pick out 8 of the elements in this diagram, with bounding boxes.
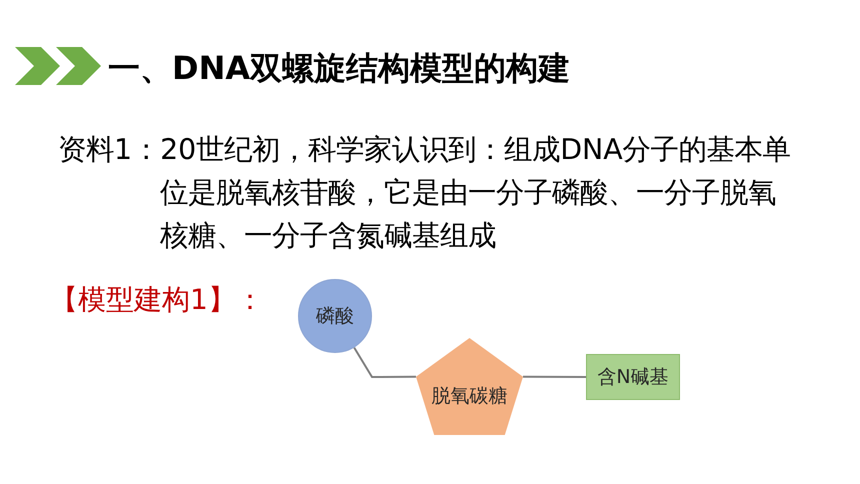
circle-node: 磷酸 xyxy=(298,279,372,353)
connector-line xyxy=(523,376,586,378)
connector-line xyxy=(353,347,416,378)
pentagon-node: 脱氧碳糖 xyxy=(416,338,523,435)
section-label: 【模型建构1】： xyxy=(50,282,264,318)
heading: 一、DNA双螺旋结构模型的构建 xyxy=(108,49,570,87)
paragraph: 资料1：20世纪初，科学家认识到：组成DNA分子的基本单位是脱氧核苷酸，它是由一分子磷酸、一分子脱氧核糖、一分子含氮碱基组成 xyxy=(58,132,792,254)
rectangle-node: 含N碱基 xyxy=(586,354,680,400)
